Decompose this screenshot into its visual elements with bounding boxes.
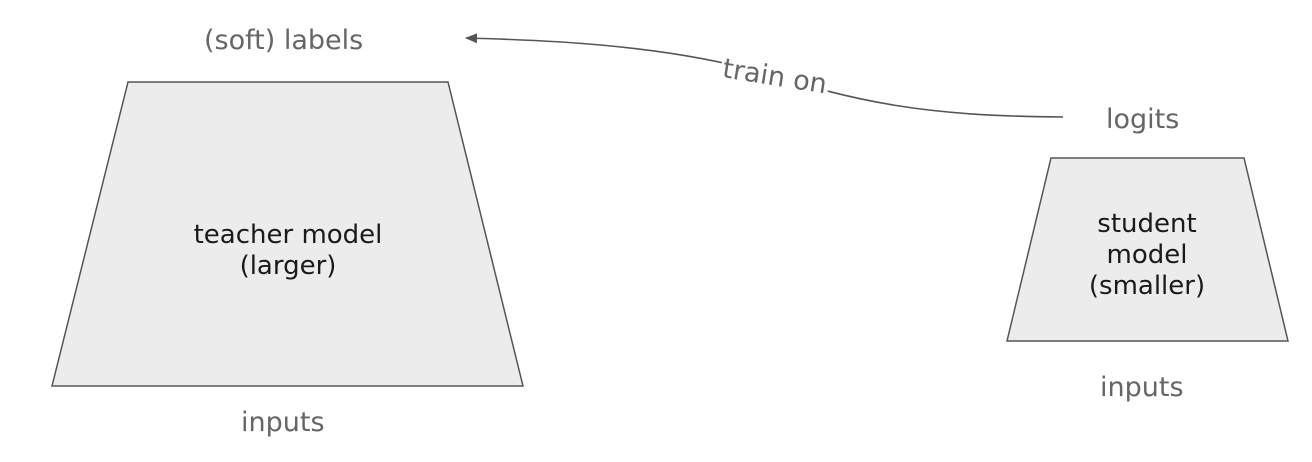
teacher-model-label: teacher model (larger) bbox=[168, 220, 408, 282]
teacher-model-line1: teacher model bbox=[193, 220, 383, 250]
student-output-label: logits bbox=[1106, 104, 1180, 135]
teacher-input-label: inputs bbox=[241, 407, 325, 438]
student-model-shape bbox=[1006, 157, 1289, 342]
student-input-label: inputs bbox=[1100, 372, 1184, 403]
student-model-line1: student bbox=[1097, 209, 1197, 239]
student-model-line3: (smaller) bbox=[1088, 271, 1206, 302]
student-model-label: student model (smaller) bbox=[1062, 209, 1232, 303]
teacher-model-shape bbox=[51, 81, 524, 387]
teacher-model-line2: (larger) bbox=[239, 251, 337, 282]
student-model-line2: model bbox=[1106, 240, 1188, 271]
teacher-output-label: (soft) labels bbox=[204, 25, 364, 56]
